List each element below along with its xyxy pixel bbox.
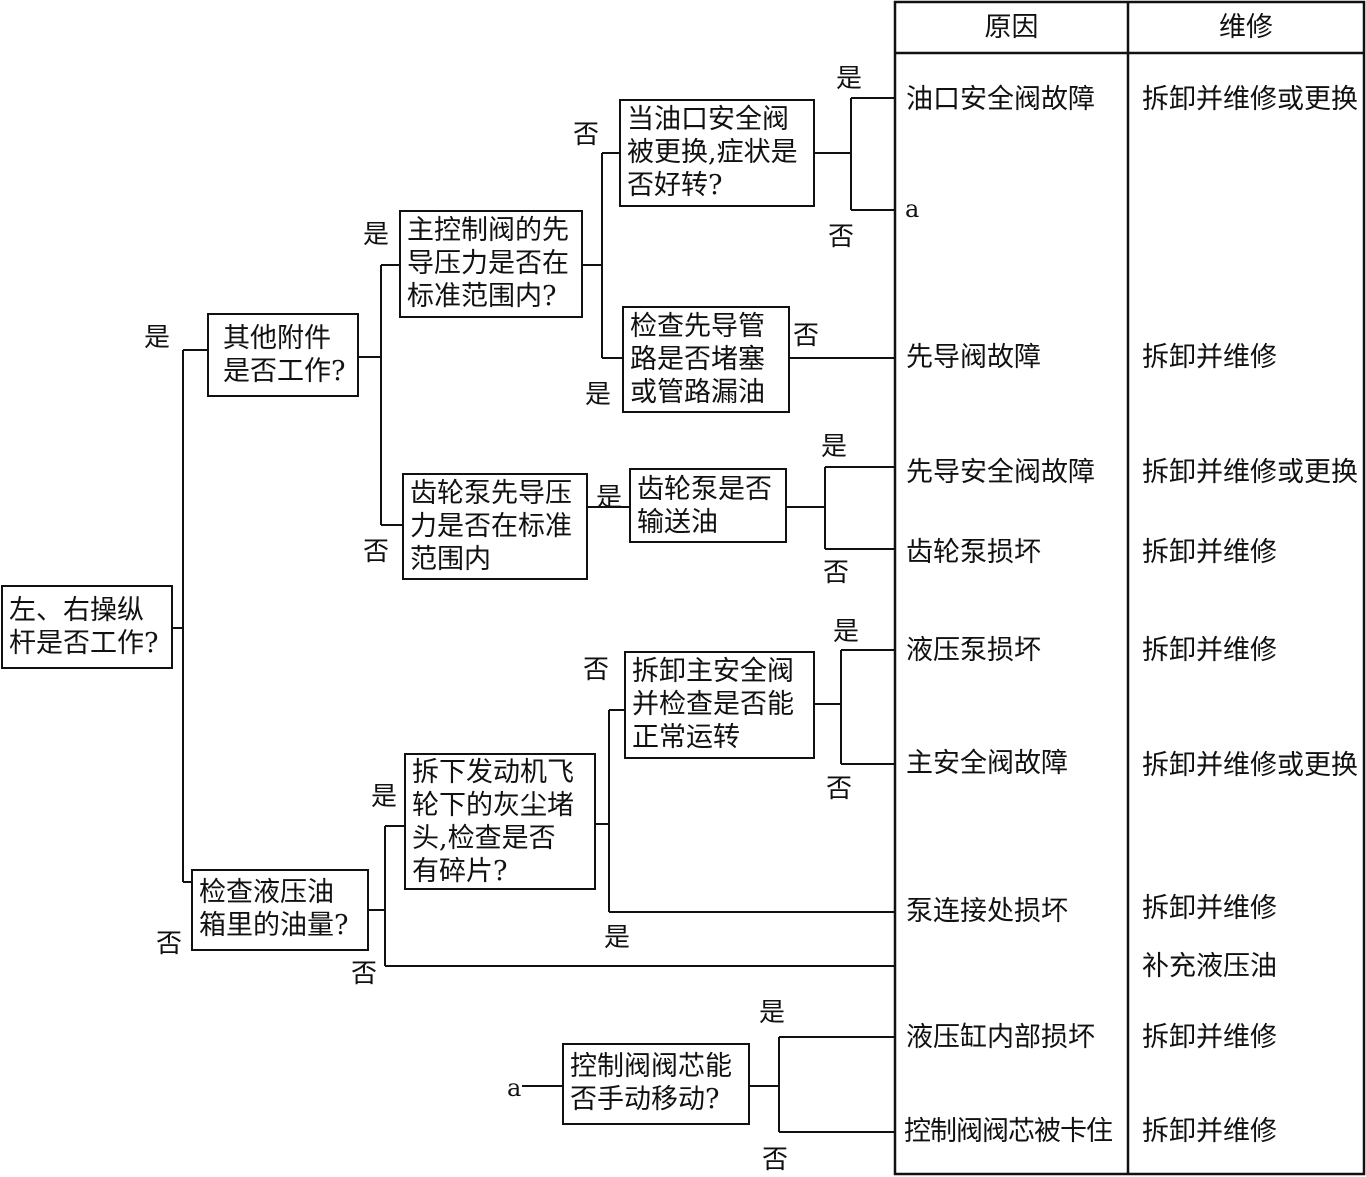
connector-a-start-label: a <box>507 1074 522 1102</box>
node-pilot-line-check: 检查先导管 路是否堵塞 或管路漏油 <box>622 306 790 413</box>
node-main-relief-check: 拆卸主安全阀 并检查是否能 正常运转 <box>624 651 815 759</box>
node-main-pilot-pressure: 主控制阀的先 导压力是否在 标准范围内? <box>399 210 583 318</box>
node-gear-pump-pressure: 齿轮泵先导压 力是否在标准 范围内 <box>402 473 588 580</box>
repair-cell: 拆卸并维修 <box>1142 537 1277 568</box>
edge-label-no: 否 <box>363 537 390 567</box>
table-header-repair: 维修 <box>1219 12 1273 43</box>
repair-cell: 补充液压油 <box>1142 951 1277 982</box>
edge-label-yes: 是 <box>821 432 848 462</box>
edge-label-no: 否 <box>828 222 855 252</box>
edge-label-no: 否 <box>573 120 600 150</box>
edge-label-yes: 是 <box>604 923 631 953</box>
repair-cell: 拆卸并维修 <box>1142 635 1277 666</box>
edge-label-yes: 是 <box>836 64 863 94</box>
edge-label-yes: 是 <box>144 323 171 353</box>
edge-label-yes: 是 <box>596 483 623 513</box>
edge-label-no: 否 <box>823 558 850 588</box>
edge-label-yes: 是 <box>585 380 612 410</box>
edge-label-no: 否 <box>762 1145 789 1175</box>
cause-cell: 主安全阀故障 <box>906 748 1068 779</box>
node-flywheel-debris: 拆下发动机飞 轮下的灰尘堵 头,检查是否 有碎片? <box>404 753 596 890</box>
cause-cell: 油口安全阀故障 <box>906 84 1095 115</box>
table-header-cause: 原因 <box>984 12 1039 43</box>
cause-cell: 先导阀故障 <box>906 342 1041 373</box>
repair-cell: 拆卸并维修 <box>1142 342 1277 373</box>
repair-cell: 拆卸并维修或更换 <box>1142 84 1358 115</box>
repair-cell: 拆卸并维修或更换 <box>1142 457 1358 488</box>
edge-label-no: 否 <box>351 959 378 989</box>
node-port-relief-replaced: 当油口安全阀 被更换,症状是 否好转? <box>619 99 815 207</box>
repair-cell: 拆卸并维修 <box>1142 893 1277 924</box>
cause-cell: 泵连接处损坏 <box>906 896 1068 927</box>
edge-label-yes: 是 <box>363 220 390 250</box>
connector-a-label: a <box>905 195 920 223</box>
repair-cell: 拆卸并维修 <box>1142 1022 1277 1053</box>
cause-cell: 齿轮泵损坏 <box>906 537 1041 568</box>
edge-label-no: 否 <box>793 321 820 351</box>
node-spool-manual: 控制阀阀芯能 否手动移动? <box>562 1043 750 1125</box>
edge-label-yes: 是 <box>371 782 398 812</box>
cause-cell: 液压泵损坏 <box>906 635 1041 666</box>
node-start: 左、右操纵 杆是否工作? <box>1 585 173 669</box>
repair-cell: 拆卸并维修 <box>1142 1116 1277 1147</box>
node-other-attachments: 其他附件 是否工作? <box>207 313 359 397</box>
repair-cell: 拆卸并维修或更换 <box>1142 750 1358 781</box>
node-oil-level: 检查液压油 箱里的油量? <box>191 869 369 951</box>
node-gear-pump-delivers: 齿轮泵是否 输送油 <box>629 468 787 543</box>
edge-label-no: 否 <box>583 655 610 685</box>
cause-cell: 液压缸内部损坏 <box>906 1022 1095 1053</box>
cause-cell: 控制阀阀芯被卡住 <box>904 1116 1113 1147</box>
edge-label-no: 否 <box>156 929 183 959</box>
edge-label-no: 否 <box>826 774 853 804</box>
edge-label-yes: 是 <box>759 998 786 1028</box>
edge-label-yes: 是 <box>833 617 860 647</box>
cause-cell: 先导安全阀故障 <box>906 457 1095 488</box>
